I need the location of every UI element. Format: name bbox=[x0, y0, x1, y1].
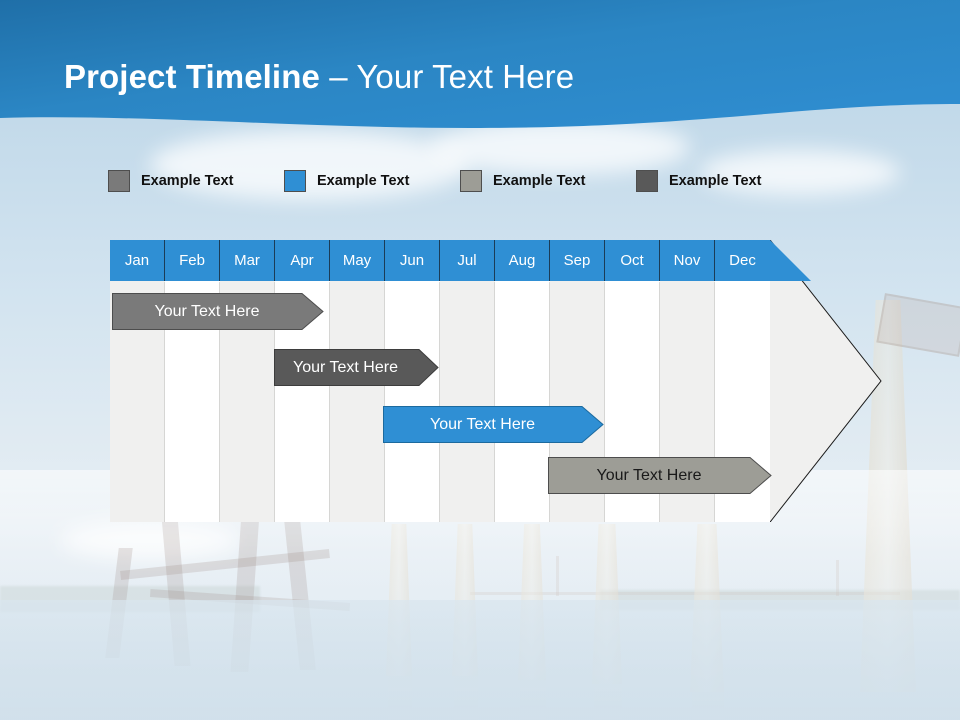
task-bar-3-shape bbox=[383, 406, 604, 443]
month-header-aug: Aug bbox=[495, 240, 550, 281]
page-title-separator: – bbox=[319, 58, 357, 95]
month-column-feb: Feb bbox=[165, 240, 220, 522]
cloud-shape bbox=[430, 120, 690, 175]
month-header-may: May bbox=[330, 240, 385, 281]
column-divider bbox=[494, 282, 495, 522]
month-column-jan: Jan bbox=[110, 240, 165, 522]
legend-swatch-light-gray-icon bbox=[460, 170, 482, 192]
legend-label-4: Example Text bbox=[669, 173, 762, 189]
task-bar-2[interactable]: Your Text Here bbox=[274, 349, 439, 386]
month-header-jun: Jun bbox=[385, 240, 440, 281]
legend-swatch-gray-icon bbox=[108, 170, 130, 192]
column-divider bbox=[549, 282, 550, 522]
month-header-dec: Dec bbox=[715, 240, 770, 281]
page-title-light: Your Text Here bbox=[356, 58, 575, 95]
task-bar-3[interactable]: Your Text Here bbox=[383, 406, 604, 443]
task-bar-4-label: Your Text Here bbox=[596, 466, 702, 484]
legend-label-3: Example Text bbox=[493, 173, 586, 189]
legend-item-4[interactable]: Example Text bbox=[636, 166, 761, 196]
month-header-jul: Jul bbox=[440, 240, 495, 281]
column-divider bbox=[329, 282, 330, 522]
column-divider bbox=[384, 282, 385, 522]
legend-label-2: Example Text bbox=[317, 173, 410, 189]
task-bar-3-label: Your Text Here bbox=[430, 415, 535, 433]
legend-swatch-dark-gray-icon bbox=[636, 170, 658, 192]
page-title-strong: Project Timeline bbox=[64, 58, 320, 95]
task-bar-4[interactable]: Your Text Here bbox=[548, 457, 772, 494]
legend-item-1[interactable]: Example Text bbox=[108, 166, 284, 196]
task-bar-4-shape bbox=[548, 457, 772, 494]
task-bar-1-label: Your Text Here bbox=[154, 302, 260, 320]
column-divider bbox=[659, 282, 660, 522]
month-column-jul: Jul bbox=[440, 240, 495, 522]
month-column-aug: Aug bbox=[495, 240, 550, 522]
month-header-apr: Apr bbox=[275, 240, 330, 281]
column-divider bbox=[714, 282, 715, 522]
month-header-jan: Jan bbox=[110, 240, 165, 281]
legend-item-2[interactable]: Example Text bbox=[284, 166, 460, 196]
month-header-feb: Feb bbox=[165, 240, 220, 281]
cloud-shape bbox=[700, 150, 900, 195]
month-header-oct: Oct bbox=[605, 240, 660, 281]
gantt-chart: Jan Feb Mar Apr May Jun bbox=[110, 240, 882, 522]
column-divider bbox=[274, 282, 275, 522]
task-bar-2-label: Your Text Here bbox=[293, 358, 398, 376]
task-bar-1[interactable]: Your Text Here bbox=[112, 293, 324, 330]
month-header-sep: Sep bbox=[550, 240, 605, 281]
column-divider bbox=[604, 282, 605, 522]
task-bar-2-shape bbox=[274, 349, 439, 386]
legend-swatch-blue-icon bbox=[284, 170, 306, 192]
cloud-shape bbox=[150, 130, 470, 200]
task-bar-1-shape bbox=[112, 293, 324, 330]
column-divider bbox=[439, 282, 440, 522]
legend-item-3[interactable]: Example Text bbox=[460, 166, 636, 196]
month-header-mar: Mar bbox=[220, 240, 275, 281]
header-arrow-cap bbox=[770, 240, 812, 281]
header-banner: Project Timeline – Your Text Here bbox=[0, 0, 960, 140]
column-divider bbox=[164, 282, 165, 522]
month-header-nov: Nov bbox=[660, 240, 715, 281]
month-column-mar: Mar bbox=[220, 240, 275, 522]
page-title: Project Timeline – Your Text Here bbox=[64, 58, 574, 96]
legend-label-1: Example Text bbox=[141, 173, 234, 189]
legend: Example Text Example Text Example Text E… bbox=[108, 166, 761, 196]
column-divider bbox=[219, 282, 220, 522]
